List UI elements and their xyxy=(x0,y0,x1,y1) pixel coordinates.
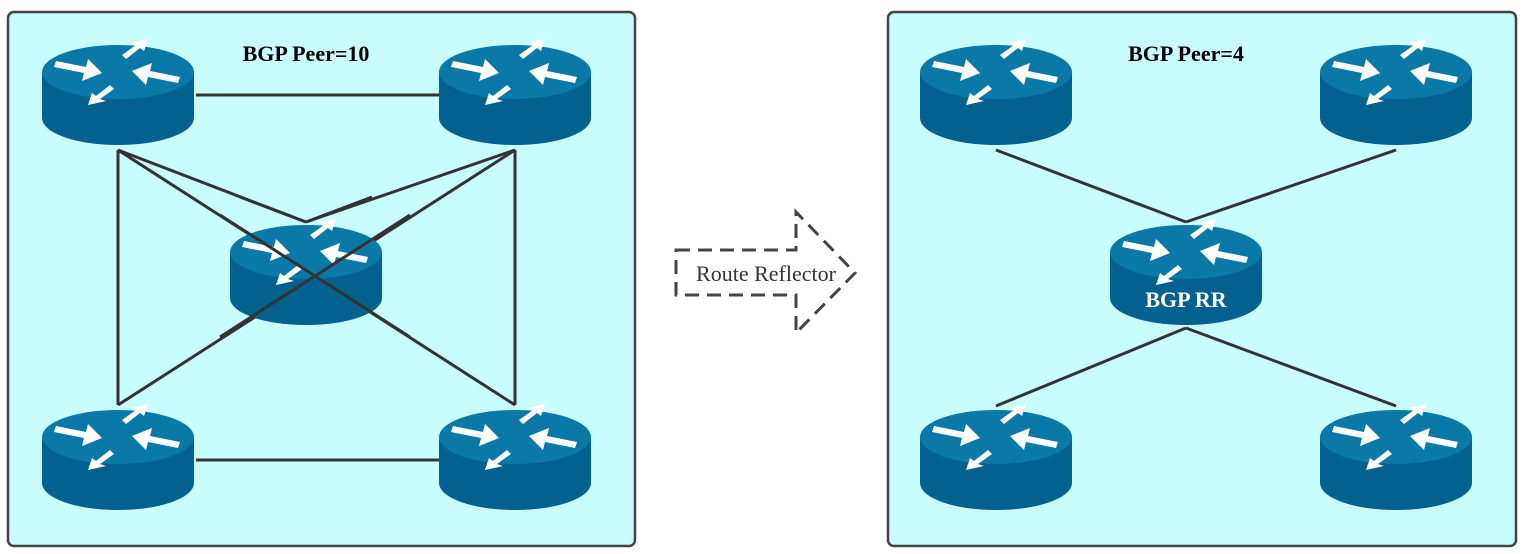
router-top-right xyxy=(1320,39,1472,145)
route-reflector-panel: BGP Peer=4 BGP RR xyxy=(886,10,1518,548)
link-rr-tr xyxy=(1185,148,1397,224)
router-top-left xyxy=(42,39,194,145)
link-tr-bl-over xyxy=(219,213,411,339)
router-bottom-right xyxy=(439,404,591,510)
router-bottom-left xyxy=(42,404,194,510)
dashed-arrow-shape xyxy=(674,208,858,337)
router-top-right xyxy=(439,39,591,145)
link-rr-tl xyxy=(995,148,1187,224)
rr-links xyxy=(995,148,1397,408)
route-reflector-arrow: Route Reflector xyxy=(674,208,858,337)
full-mesh-panel: BGP Peer=10 xyxy=(6,10,637,548)
link-rr-br xyxy=(1185,326,1397,408)
route-reflector-label: Route Reflector xyxy=(696,261,837,286)
router-bottom-right xyxy=(1320,404,1472,510)
link-rr-bl xyxy=(995,326,1187,408)
route-reflector-title: BGP Peer=4 xyxy=(1128,41,1244,66)
full-mesh-links-overlay xyxy=(219,195,411,339)
router-top-left xyxy=(920,39,1072,145)
router-bottom-left xyxy=(920,404,1072,510)
link-center-tl-over xyxy=(239,195,307,224)
full-mesh-title: BGP Peer=10 xyxy=(243,41,370,66)
route-reflector-label-text: BGP RR xyxy=(1145,287,1227,312)
link-center-tr-over xyxy=(305,195,373,224)
